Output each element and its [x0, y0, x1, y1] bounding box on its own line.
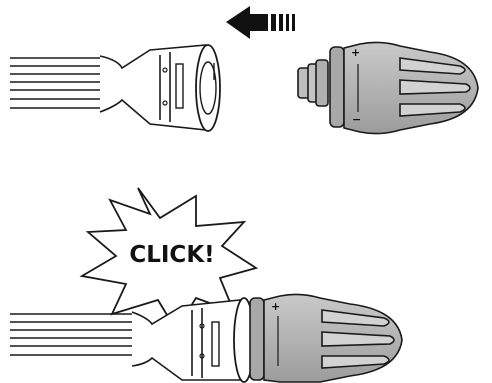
polarity-plus-bottom: + — [271, 300, 280, 313]
nozzle-bottom — [249, 293, 403, 383]
click-burst: CLICK! — [79, 187, 259, 332]
polarity-plus-top: + — [351, 46, 360, 59]
insert-direction-arrow-icon — [226, 6, 295, 39]
lance-coupler-top — [162, 44, 221, 132]
nozzle-top — [297, 41, 479, 135]
lance-bottom — [10, 299, 241, 381]
polarity-minus-top: − — [352, 113, 361, 126]
click-label: CLICK! — [129, 242, 214, 268]
